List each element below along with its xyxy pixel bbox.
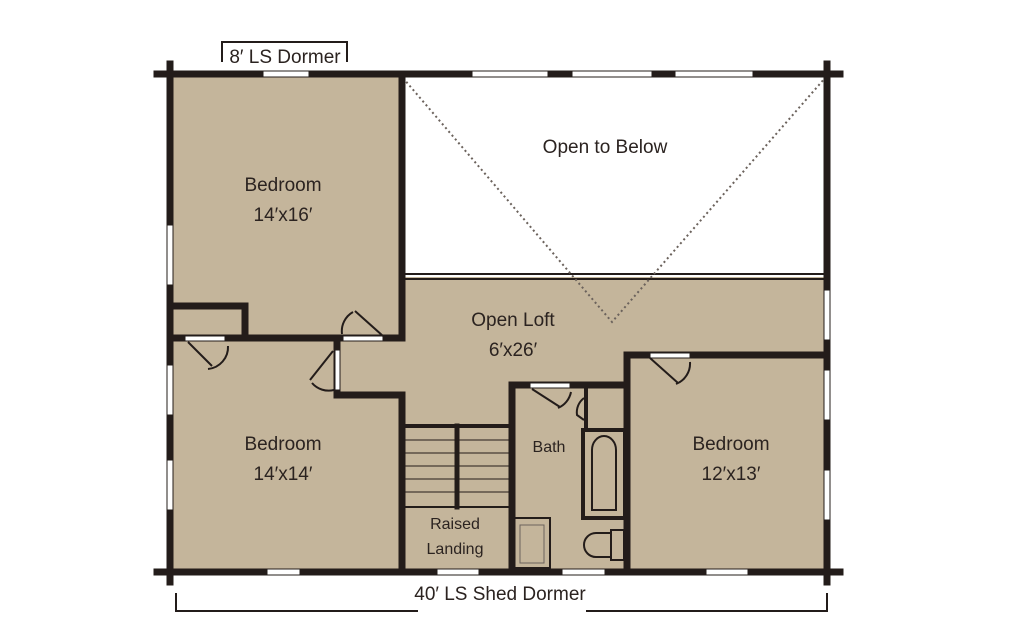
room-name: Open to Below xyxy=(543,137,668,158)
room-name: Raised xyxy=(430,516,480,533)
room-name: Bath xyxy=(533,439,566,456)
open-to-below-diagonal xyxy=(402,77,826,324)
windows xyxy=(166,70,831,576)
room-name: Bedroom xyxy=(244,175,321,196)
room-size: 14′x16′ xyxy=(254,205,313,226)
top-dimension-label: 8′ LS Dormer xyxy=(229,47,341,68)
stairs xyxy=(400,423,514,510)
doors xyxy=(184,310,692,421)
open-to-below-area xyxy=(403,77,827,277)
bath-fixtures xyxy=(513,428,627,569)
room-size: 12′x13′ xyxy=(702,464,761,485)
room-size: 14′x14′ xyxy=(254,464,313,485)
toilet-icon xyxy=(610,529,625,561)
bottom-dimension-label: 40′ LS Shed Dormer xyxy=(414,584,586,605)
room-name: Landing xyxy=(427,541,484,558)
bathtub-icon xyxy=(591,435,617,511)
room-name: Open Loft xyxy=(471,310,555,331)
top-dimension-bracket xyxy=(221,41,348,62)
room-size: 6′x26′ xyxy=(489,340,538,361)
room-name: Bedroom xyxy=(692,434,769,455)
vanity-icon xyxy=(513,517,551,569)
room-name: Bedroom xyxy=(244,434,321,455)
